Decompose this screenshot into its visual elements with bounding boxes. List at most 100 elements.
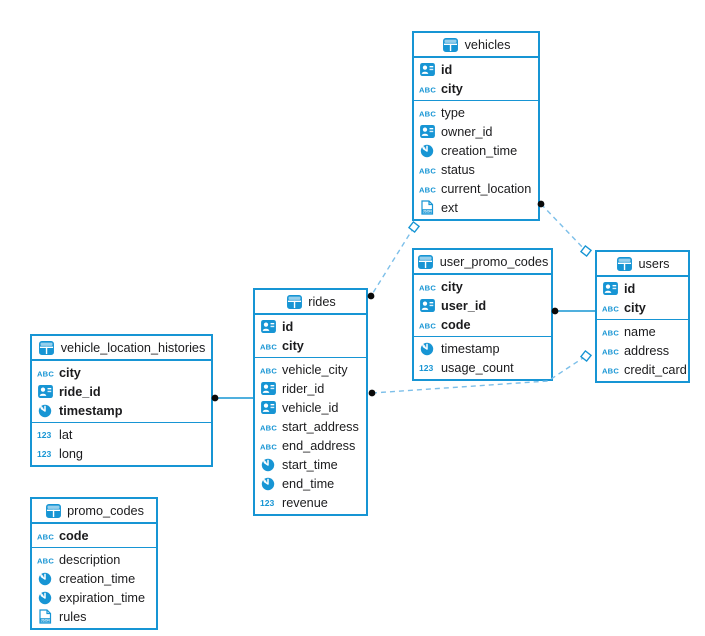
- column-row-rider_id: rider_id: [255, 379, 366, 398]
- column-row-type: ABC type: [414, 103, 538, 122]
- column-label: city: [282, 338, 304, 353]
- string-icon: ABC: [36, 528, 54, 544]
- table-header-rides[interactable]: rides: [255, 290, 366, 315]
- column-row-end_time: end_time: [255, 474, 366, 493]
- column-row-timestamp: timestamp: [414, 339, 551, 358]
- column-label: timestamp: [59, 403, 123, 418]
- column-row-city: ABC city: [414, 277, 551, 296]
- table-icon: [38, 340, 56, 356]
- column-label: id: [441, 62, 453, 77]
- string-icon: ABC: [418, 105, 436, 121]
- clock-icon: [418, 341, 436, 357]
- svg-text:ABC: ABC: [419, 109, 436, 118]
- string-icon: ABC: [36, 552, 54, 568]
- svg-text:ABC: ABC: [602, 328, 619, 337]
- clock-icon: [36, 403, 54, 419]
- column-label: type: [441, 105, 465, 120]
- id-badge-icon: [601, 281, 619, 297]
- table-header-user_promo_codes[interactable]: user_promo_codes: [414, 250, 551, 275]
- svg-text:ABC: ABC: [37, 369, 54, 378]
- relationship-square-marker: [579, 349, 593, 363]
- column-row-vehicle_city: ABC vehicle_city: [255, 360, 366, 379]
- json-icon: JSON: [418, 200, 436, 216]
- svg-text:ABC: ABC: [260, 366, 277, 375]
- column-row-timestamp: timestamp: [32, 401, 211, 420]
- column-row-user_id: user_id: [414, 296, 551, 315]
- string-icon: ABC: [418, 181, 436, 197]
- table-header-promo_codes[interactable]: promo_codes: [32, 499, 156, 524]
- table-title: rides: [308, 294, 336, 309]
- columns-section: timestamp 123 usage_count: [414, 337, 551, 379]
- svg-text:ABC: ABC: [37, 532, 54, 541]
- column-label: vehicle_city: [282, 362, 348, 377]
- column-label: id: [282, 319, 294, 334]
- svg-text:ABC: ABC: [602, 304, 619, 313]
- column-label: city: [441, 81, 463, 96]
- table-header-vehicle_location_histories[interactable]: vehicle_location_histories: [32, 336, 211, 361]
- clock-icon: [259, 457, 277, 473]
- column-label: vehicle_id: [282, 400, 339, 415]
- column-label: address: [624, 343, 670, 358]
- table-icon: [615, 256, 633, 272]
- column-label: rider_id: [282, 381, 325, 396]
- id-badge-icon: [36, 384, 54, 400]
- table-icon: [442, 37, 460, 53]
- id-badge-icon: [418, 298, 436, 314]
- string-icon: ABC: [601, 300, 619, 316]
- table-header-users[interactable]: users: [597, 252, 688, 277]
- string-icon: ABC: [418, 279, 436, 295]
- string-icon: ABC: [36, 365, 54, 381]
- column-row-id: id: [255, 317, 366, 336]
- svg-text:ABC: ABC: [260, 442, 277, 451]
- number-icon: 123: [36, 427, 54, 443]
- column-label: name: [624, 324, 656, 339]
- column-row-name: ABC name: [597, 322, 688, 341]
- table-title: vehicle_location_histories: [60, 340, 206, 355]
- number-icon: 123: [259, 495, 277, 511]
- svg-text:123: 123: [419, 363, 434, 373]
- clock-icon: [259, 476, 277, 492]
- column-label: rules: [59, 609, 87, 624]
- svg-text:ABC: ABC: [419, 321, 436, 330]
- svg-text:123: 123: [37, 449, 52, 459]
- column-label: usage_count: [441, 360, 514, 375]
- svg-text:ABC: ABC: [419, 85, 436, 94]
- number-icon: 123: [36, 446, 54, 462]
- column-label: start_address: [282, 419, 359, 434]
- id-badge-icon: [418, 62, 436, 78]
- svg-text:ABC: ABC: [37, 556, 54, 565]
- column-row-vehicle_id: vehicle_id: [255, 398, 366, 417]
- column-label: id: [624, 281, 636, 296]
- clock-icon: [36, 571, 54, 587]
- column-row-expiration_time: expiration_time: [32, 588, 156, 607]
- table-header-vehicles[interactable]: vehicles: [414, 33, 538, 58]
- column-row-start_time: start_time: [255, 455, 366, 474]
- relationship-line: [540, 203, 587, 252]
- column-label: city: [441, 279, 463, 294]
- string-icon: ABC: [259, 362, 277, 378]
- column-label: end_time: [282, 476, 335, 491]
- column-label: creation_time: [59, 571, 136, 586]
- svg-text:ABC: ABC: [260, 342, 277, 351]
- column-label: lat: [59, 427, 73, 442]
- string-icon: ABC: [259, 438, 277, 454]
- id-badge-icon: [259, 400, 277, 416]
